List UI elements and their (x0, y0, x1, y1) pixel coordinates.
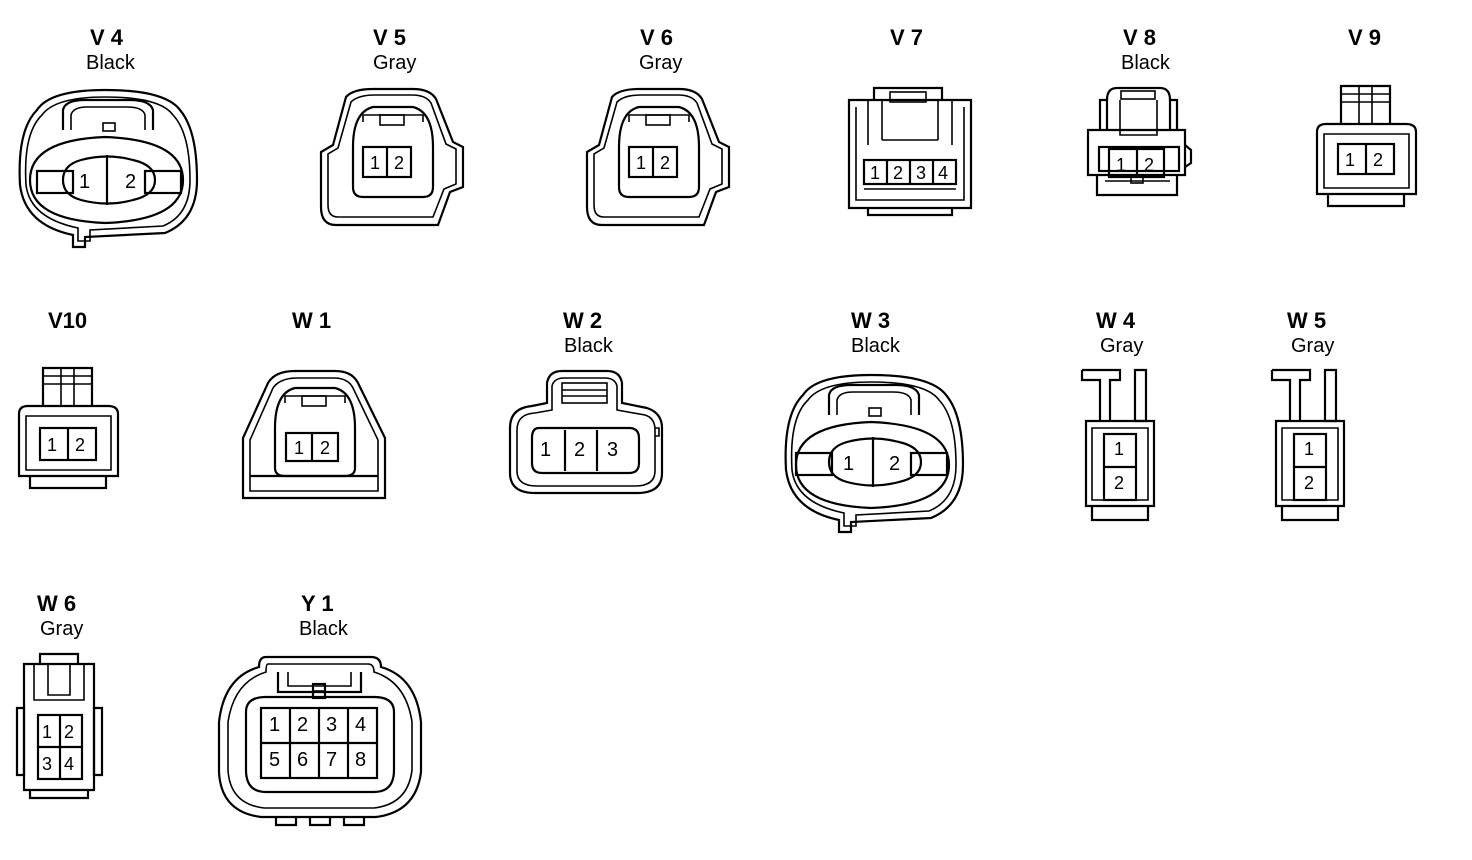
pin-v10-2: 2 (75, 435, 86, 455)
pin-y1-5: 5 (269, 749, 281, 771)
pin-w4-1: 1 (1114, 439, 1125, 459)
connector-color-v5: Gray (373, 52, 417, 74)
connector-v7: 1 2 3 4 (846, 85, 974, 220)
connector-id-v10: V10 (48, 308, 88, 333)
pin-w5-2: 2 (1304, 473, 1315, 493)
connector-w5: 1 2 (1270, 366, 1350, 526)
pin-w1-2: 2 (320, 438, 331, 458)
connector-color-y1: Black (299, 618, 348, 640)
pin-w6-2: 2 (64, 722, 75, 742)
pin-v6-1: 1 (636, 153, 647, 173)
connector-id-w2: W 2 (563, 308, 603, 333)
connector-v5-drawing (319, 87, 465, 227)
connector-id-v8: V 8 (1123, 25, 1157, 50)
connector-id-v4: V 4 (90, 25, 124, 50)
connector-v8-drawing (1086, 86, 1193, 197)
connector-w2-drawing (508, 369, 664, 495)
connector-v10: 1 2 (16, 366, 121, 492)
connector-v8: 1 2 (1085, 85, 1197, 200)
connector-w3: 1 2 (781, 370, 966, 540)
connector-v9-drawing (1315, 84, 1418, 208)
pin-y1-1: 1 (269, 714, 281, 736)
connector-color-v8: Black (1121, 52, 1170, 74)
pin-v4-1: 1 (79, 171, 91, 193)
connector-v4-drawing (18, 88, 199, 249)
pin-w3-2: 2 (889, 453, 901, 475)
pin-w4-2: 2 (1114, 473, 1125, 493)
pin-w1-1: 1 (294, 438, 305, 458)
pin-y1-8: 8 (355, 749, 367, 771)
pin-v6-2: 2 (660, 153, 671, 173)
pin-y1-6: 6 (297, 749, 309, 771)
connector-v6-drawing (585, 87, 731, 227)
pin-w6-1: 1 (42, 722, 53, 742)
pin-y1-7: 7 (326, 749, 338, 771)
pin-w6-4: 4 (64, 754, 75, 774)
connector-id-v6: V 6 (640, 25, 674, 50)
connector-v7-drawing (847, 86, 973, 217)
connector-color-v6: Gray (639, 52, 683, 74)
pin-v8-1: 1 (1116, 155, 1127, 175)
connector-id-w5: W 5 (1287, 308, 1327, 333)
pin-v7-3: 3 (916, 163, 927, 183)
pin-w2-1: 1 (540, 439, 552, 461)
connector-v10-drawing (17, 366, 120, 490)
connector-w4: 1 2 (1080, 366, 1160, 526)
pin-v5-1: 1 (370, 153, 381, 173)
pin-w6-3: 3 (42, 754, 53, 774)
pin-v10-1: 1 (47, 435, 58, 455)
connector-v4: 1 2 (15, 85, 200, 255)
pin-y1-2: 2 (297, 714, 309, 736)
pin-w5-1: 1 (1304, 439, 1315, 459)
pin-v7-2: 2 (893, 163, 904, 183)
connector-w1: 1 2 (240, 368, 388, 504)
connector-id-w4: W 4 (1096, 308, 1136, 333)
connector-id-v7: V 7 (890, 25, 924, 50)
connector-w6: 1 2 3 4 (14, 650, 106, 800)
connector-id-w1: W 1 (292, 308, 332, 333)
pin-v7-4: 4 (938, 163, 949, 183)
connector-id-y1: Y 1 (301, 591, 334, 616)
pin-w2-3: 3 (607, 439, 619, 461)
connector-w1-drawing (241, 369, 387, 500)
connector-w6-drawing (15, 652, 104, 800)
connector-y1-drawing (217, 655, 423, 827)
connector-id-v9: V 9 (1348, 25, 1382, 50)
pin-v9-2: 2 (1373, 150, 1384, 170)
connector-color-w6: Gray (40, 618, 84, 640)
connector-id-w6: W 6 (37, 591, 77, 616)
connector-color-w4: Gray (1100, 335, 1144, 357)
connector-w4-drawing (1080, 368, 1156, 522)
pin-y1-4: 4 (355, 714, 367, 736)
connector-w5-drawing (1270, 368, 1346, 522)
connector-color-w3: Black (851, 335, 900, 357)
connector-w2: 1 2 3 (507, 368, 665, 498)
pin-v9-1: 1 (1345, 150, 1356, 170)
connector-v5: 1 2 (318, 87, 468, 232)
pin-v5-2: 2 (394, 153, 405, 173)
connector-w3-drawing (784, 373, 965, 534)
connector-v6: 1 2 (584, 87, 734, 232)
pin-y1-3: 3 (326, 714, 338, 736)
connector-color-w2: Black (564, 335, 613, 357)
connector-v9: 1 2 (1314, 84, 1419, 210)
connector-color-v4: Black (86, 52, 135, 74)
pin-v4-2: 2 (125, 171, 137, 193)
connector-id-w3: W 3 (851, 308, 891, 333)
pin-v8-2: 2 (1144, 155, 1155, 175)
pin-w2-2: 2 (574, 439, 586, 461)
connector-color-w5: Gray (1291, 335, 1335, 357)
connector-id-v5: V 5 (373, 25, 407, 50)
connector-y1: 1 2 3 4 5 6 7 8 (216, 652, 424, 830)
pin-v7-1: 1 (870, 163, 881, 183)
pin-w3-1: 1 (843, 453, 855, 475)
